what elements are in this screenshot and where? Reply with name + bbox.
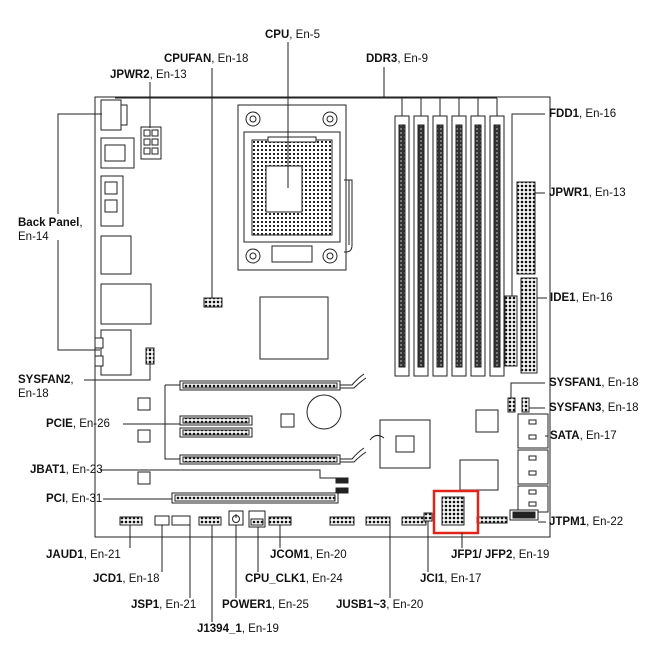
label-jaud1: JAUD1, En-21 <box>46 549 121 561</box>
jci1-header <box>423 512 433 522</box>
sysfan3-connector <box>521 397 530 413</box>
jusb1-header <box>329 516 355 526</box>
jcd1-header <box>154 515 170 526</box>
label-cpu: CPU, En-5 <box>265 29 320 41</box>
jbat1-jumper <box>335 477 349 484</box>
label-sysfan2: SYSFAN2,En-18 <box>18 374 74 400</box>
sysfan2-connector <box>145 347 155 365</box>
label-cpu-clk1: CPU_CLK1, En-24 <box>245 573 343 585</box>
jfp-headers <box>441 496 465 526</box>
label-sata: SATA, En-17 <box>550 430 617 442</box>
label-pcie: PCIE, En-26 <box>46 418 110 430</box>
label-jcd1: JCD1, En-18 <box>93 573 160 585</box>
jaud1-header <box>119 516 143 526</box>
io-chip <box>459 459 499 491</box>
northbridge <box>259 296 329 360</box>
sata-connectors <box>517 413 549 513</box>
label-jpwr2: JPWR2, En-13 <box>110 69 187 81</box>
label-fdd1: FDD1, En-16 <box>549 108 617 120</box>
label-jci1: JCI1, En-17 <box>420 573 482 585</box>
label-jpwr1: JPWR1, En-13 <box>549 187 626 199</box>
label-back-panel: Back Panel,En-14 <box>18 217 83 243</box>
cpufan-connector <box>203 297 223 308</box>
cpu-socket <box>237 104 353 271</box>
ide1-connector <box>520 277 538 374</box>
label-sysfan1: SYSFAN1, En-18 <box>549 377 639 389</box>
label-jusb: JUSB1~3, En-20 <box>336 599 424 611</box>
label-jcom1: JCOM1, En-20 <box>270 549 347 561</box>
label-cpufan: CPUFAN, En-18 <box>164 53 249 65</box>
jusb3-header <box>401 516 427 526</box>
label-ddr3: DDR3, En-9 <box>366 53 428 65</box>
label-jbat1: JBAT1, En-23 <box>30 464 103 476</box>
label-ide1: IDE1, En-16 <box>550 292 613 304</box>
battery <box>306 394 342 430</box>
label-jtpm1: JTPM1, En-22 <box>549 516 624 528</box>
jpwr1-connector <box>516 181 536 275</box>
label-sysfan3: SYSFAN3, En-18 <box>549 402 639 414</box>
pcie-slots <box>179 373 367 465</box>
jusb2-header <box>365 516 391 526</box>
label-j1394: J1394_1, En-19 <box>197 623 279 635</box>
jfp-highlight-box <box>432 489 480 535</box>
back-panel <box>94 99 152 376</box>
label-power1: POWER1, En-25 <box>222 599 309 611</box>
jcom1-header <box>268 516 292 526</box>
fdd1-connector <box>504 295 518 367</box>
ddr3-slots <box>394 115 505 377</box>
label-pci: PCI, En-31 <box>46 493 103 505</box>
jsp1-header <box>198 516 222 526</box>
label-jsp1: JSP1, En-21 <box>131 599 197 611</box>
sysfan1-connector <box>507 397 516 413</box>
leader-lines <box>57 42 548 622</box>
label-jfp: JFP1/ JFP2, En-19 <box>451 549 550 561</box>
